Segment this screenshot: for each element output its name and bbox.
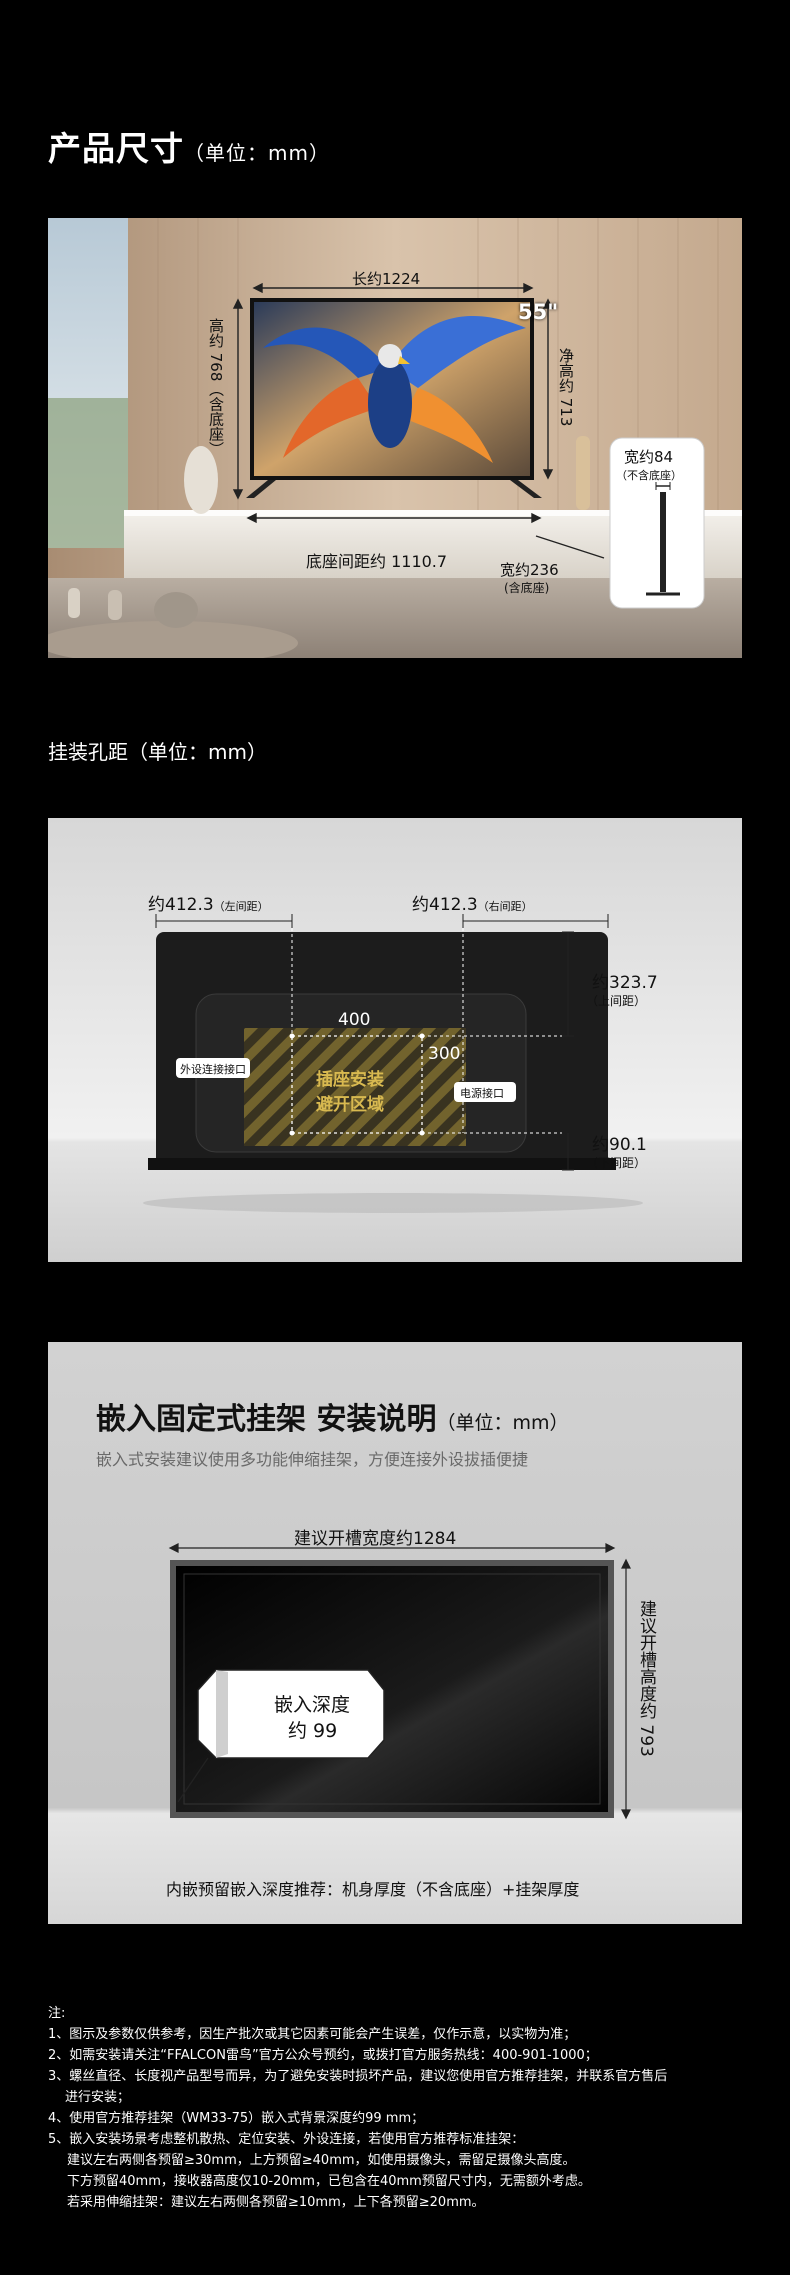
notes-section: 注: 1、图示及参数仅供参考，因生产批次或其它因素可能会产生误差，仅作示意，以实… bbox=[48, 2003, 748, 2213]
section-title-mounting: 挂装孔距（单位：mm） bbox=[48, 740, 267, 764]
width-base-label: 宽约236 bbox=[500, 561, 559, 579]
room-illustration bbox=[48, 218, 742, 658]
right-spacing-label: 约412.3（右间距） bbox=[412, 895, 533, 915]
bottom-spacing-sub: （下间距） bbox=[586, 1156, 647, 1170]
note-5-b: 下方预留40mm，接收器高度仅10-20mm，已包含在40mm预留尺寸内，无需额… bbox=[67, 2174, 591, 2189]
recessed-footer: 内嵌预留嵌入深度推荐：机身厚度（不含底座）+挂架厚度 bbox=[166, 1880, 580, 1899]
dimensions-panel: 长约1224 55" 高约 768（含底座） 净高约 713 底座间距约 111… bbox=[48, 218, 742, 658]
note-3: 3、螺丝直径、长度视产品型号而异，为了避免安装时损坏产品，建议您使用官方推荐挂架… bbox=[48, 2069, 668, 2084]
bottom-spacing-label: 约90.1 bbox=[592, 1135, 647, 1155]
note-2: 2、如需安装请关注“FFALCON雷鸟”官方公众号预约，或拨打官方服务热线：40… bbox=[48, 2048, 598, 2063]
width-label: 宽约84 bbox=[624, 448, 674, 466]
power-port-label: 电源接口 bbox=[460, 1087, 504, 1100]
slot-height-label: 建议开槽高度约 793 bbox=[636, 1600, 656, 1757]
depth-label-1: 嵌入深度 bbox=[274, 1694, 351, 1716]
note-5-c: 若采用伸缩挂架：建议左右两侧各预留≥10mm，上下各预留≥20mm。 bbox=[67, 2195, 485, 2210]
section-title-dimensions: 产品尺寸（单位：mm） bbox=[48, 122, 330, 170]
note-5: 5、嵌入安装场景考虑整机散热、定位安装、外设连接，若使用官方推荐标准挂架： bbox=[48, 2132, 525, 2147]
external-port-label: 外设连接接口 bbox=[180, 1063, 246, 1076]
recessed-panel: 嵌入固定式挂架 安装说明（单位：mm） 嵌入式安装建议使用多功能伸缩挂架，方便连… bbox=[48, 1342, 742, 1924]
notes-heading: 注: bbox=[48, 2006, 66, 2021]
height-label: 高约 768（含底座） bbox=[207, 318, 225, 457]
eagle-artwork bbox=[263, 316, 526, 463]
note-4: 4、使用官方推荐挂架（WM33-75）嵌入式背景深度约99 mm； bbox=[48, 2111, 425, 2126]
dimensions-unit: （单位：mm） bbox=[184, 141, 330, 165]
recessed-subtitle: 嵌入式安装建议使用多功能伸缩挂架，方便连接外设拔插便捷 bbox=[96, 1450, 529, 1469]
note-1: 1、图示及参数仅供参考，因生产批次或其它因素可能会产生误差，仅作示意，以实物为准… bbox=[48, 2027, 577, 2042]
base-distance-label: 底座间距约 1110.7 bbox=[306, 552, 448, 571]
recessed-title: 嵌入固定式挂架 安装说明（单位：mm） bbox=[96, 1402, 569, 1437]
dimensions-title-text: 产品尺寸 bbox=[48, 129, 184, 168]
note-3-cont: 进行安装； bbox=[65, 2090, 131, 2105]
length-label: 长约1224 bbox=[352, 270, 421, 288]
recessed-illustration bbox=[48, 1342, 742, 1924]
width-base-sub: (含底座) bbox=[504, 581, 550, 595]
avoid-zone-label-2: 避开区域 bbox=[316, 1095, 384, 1115]
screen-size-label: 55" bbox=[518, 300, 559, 324]
hole-width-label: 400 bbox=[338, 1010, 371, 1030]
left-spacing-label: 约412.3（左间距） bbox=[148, 895, 269, 915]
note-5-a: 建议左右两侧各预留≥30mm，上方预留≥40mm，如使用摄像头，需留足摄像头高度… bbox=[67, 2153, 576, 2168]
net-height-label: 净高约 713 bbox=[557, 348, 575, 427]
depth-label-2: 约 99 bbox=[288, 1720, 338, 1742]
hole-height-label: 300 bbox=[428, 1044, 461, 1064]
slot-width-label: 建议开槽宽度约1284 bbox=[294, 1529, 457, 1549]
top-spacing-label: 约323.7 bbox=[592, 973, 658, 993]
mounting-panel: 约412.3（左间距） 约412.3（右间距） 约323.7 （上间距） 约90… bbox=[48, 818, 742, 1262]
avoid-zone-label-1: 插座安装 bbox=[316, 1070, 384, 1090]
tv-back-illustration bbox=[48, 818, 742, 1262]
top-spacing-sub: （上间距） bbox=[586, 994, 647, 1008]
width-sub: （不含底座） bbox=[616, 469, 682, 482]
